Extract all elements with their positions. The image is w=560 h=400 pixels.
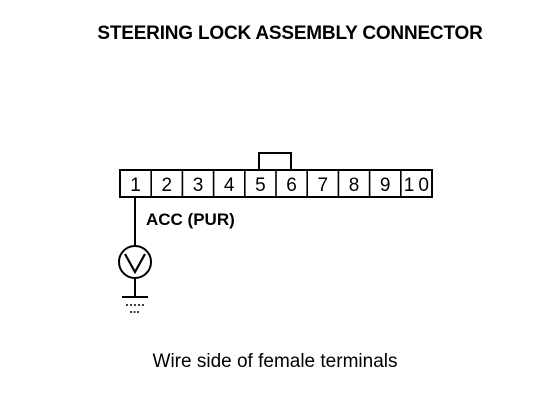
pin-label-3: 3 (193, 175, 204, 196)
pin-label-5: 5 (255, 175, 266, 196)
wire-label: ACC (PUR) (146, 210, 235, 229)
pin-label-6: 6 (286, 175, 297, 196)
voltmeter-icon (118, 245, 152, 279)
pin-label-7: 7 (318, 175, 329, 196)
connector-lock-tab (258, 152, 292, 170)
pin-label-4: 4 (224, 175, 235, 196)
pin-dividers (150, 170, 402, 197)
ground-icon (122, 296, 148, 313)
diagram-title: STEERING LOCK ASSEMBLY CONNECTOR (97, 23, 483, 44)
pin-label-8: 8 (349, 175, 360, 196)
pin-label-9: 9 (380, 175, 391, 196)
pin-label-1: 1 (130, 175, 141, 196)
pin-label-10: 10 (404, 175, 429, 196)
diagram-caption: Wire side of female terminals (152, 351, 398, 372)
pin-label-2: 2 (162, 175, 173, 196)
